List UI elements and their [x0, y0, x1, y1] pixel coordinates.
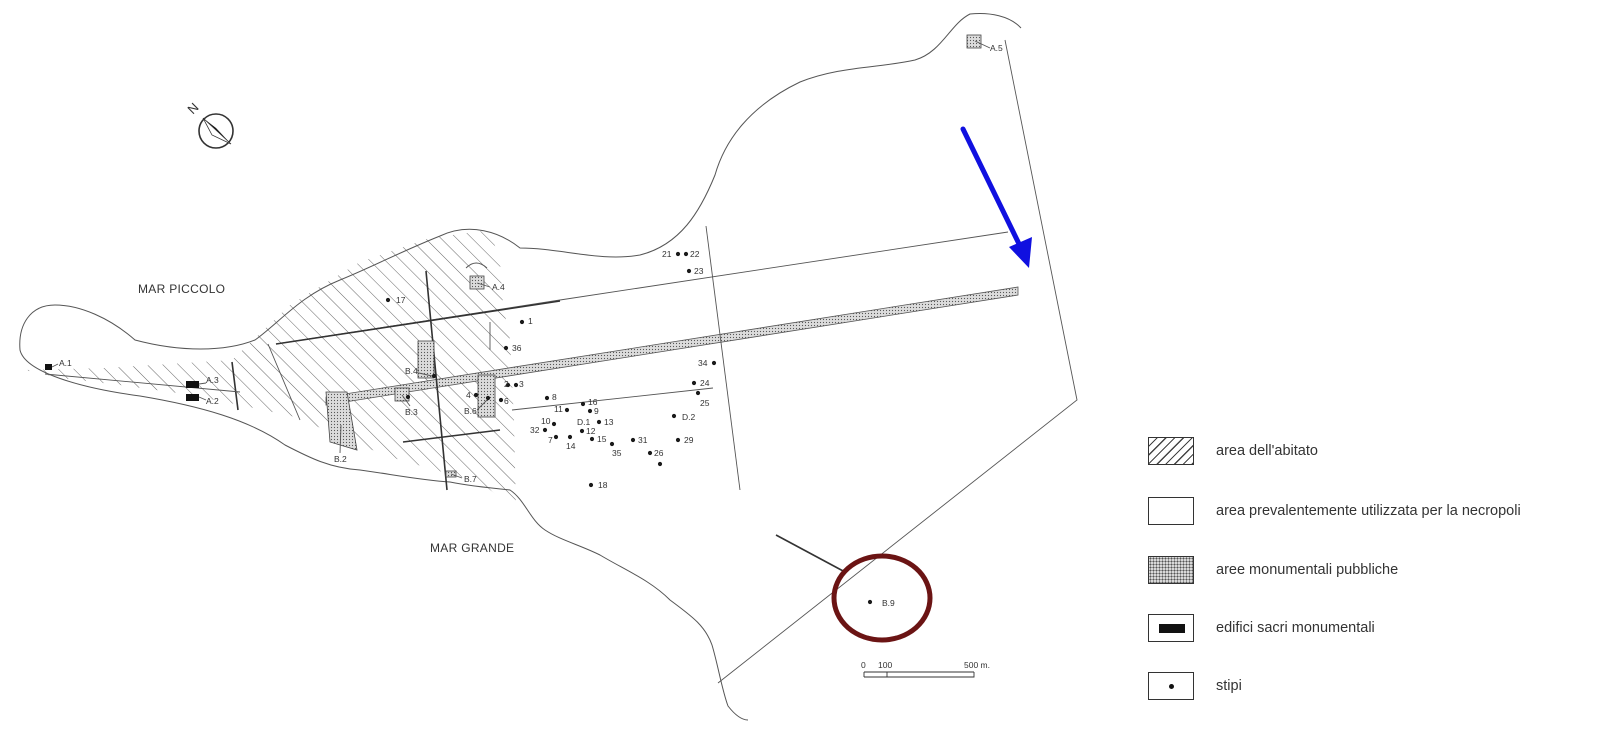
stipe-26: 26 — [654, 448, 664, 458]
stipe-6: 6 — [504, 396, 509, 406]
site-b2-area — [325, 391, 358, 451]
cross-street-d — [267, 343, 301, 421]
stipe-4: 4 — [466, 390, 471, 400]
stipe-1: 1 — [528, 316, 533, 326]
stipe-25: 25 — [700, 398, 710, 408]
stipe-32: 32 — [530, 425, 540, 435]
stipi-dots — [385, 251, 873, 605]
temple-a2 — [186, 394, 199, 401]
site-a3: A.3 — [206, 375, 219, 385]
stipe-10: 10 — [541, 416, 551, 426]
stipe-12: 12 — [586, 426, 596, 436]
stipe-18: 18 — [598, 480, 608, 490]
site-b3-area — [394, 387, 410, 402]
legend-label: aree monumentali pubbliche — [1216, 562, 1399, 578]
monumental-avenue — [325, 286, 1019, 406]
scale-bar: 0 100 500 m. — [861, 660, 990, 678]
legend-swatch-dot — [1148, 672, 1194, 700]
site-b4: B.4 — [405, 366, 418, 376]
site-b2: B.2 — [334, 454, 347, 464]
legend-label: area prevalentemente utilizzata per la n… — [1216, 503, 1521, 519]
legend-swatch-dotted — [1148, 556, 1194, 584]
site-d1: D.1 — [577, 417, 591, 427]
site-a5-area — [966, 34, 982, 49]
cross-street-g — [44, 373, 241, 393]
stipe-35: 35 — [612, 448, 622, 458]
blue-arrow-icon — [960, 126, 1032, 268]
stipe-17: 17 — [396, 295, 406, 305]
stipe-16: 16 — [588, 397, 598, 407]
compass-letter: N — [184, 100, 201, 117]
site-a4-area — [469, 275, 485, 290]
stipe-11: 11 — [554, 404, 563, 414]
legend-item-necropolis: area prevalentemente utilizzata per la n… — [1148, 496, 1521, 526]
site-b7: B.7 — [464, 474, 477, 484]
coastline — [19, 13, 1022, 721]
highlight-circle — [831, 553, 933, 643]
legend-swatch-hatched — [1148, 437, 1194, 465]
stipe-21: 21 — [662, 249, 672, 259]
leader-lines — [51, 40, 991, 479]
legend-swatch-empty — [1148, 497, 1194, 525]
legend-label: edifici sacri monumentali — [1216, 620, 1375, 636]
stipe-31: 31 — [638, 435, 648, 445]
scale-hundred: 100 — [878, 660, 892, 670]
stipe-13: 13 — [604, 417, 614, 427]
legend-label: stipi — [1216, 678, 1242, 694]
stipe-34: 34 — [698, 358, 708, 368]
stipe-22: 22 — [690, 249, 700, 259]
scale-end: 500 m. — [964, 660, 990, 670]
stipe-2: 2 — [504, 379, 509, 389]
site-b6-area — [477, 374, 496, 418]
site-b9: B.9 — [882, 598, 895, 608]
site-b4-area — [417, 340, 435, 379]
stipe-15: 15 — [597, 434, 607, 444]
site-a4-dome — [465, 262, 488, 269]
temple-a1 — [45, 364, 52, 370]
site-a4: A.4 — [492, 282, 505, 292]
stipe-36: 36 — [512, 343, 522, 353]
site-d2: D.2 — [682, 412, 696, 422]
label-mar-piccolo: MAR PICCOLO — [138, 282, 225, 296]
site-a5: A.5 — [990, 43, 1003, 53]
label-mar-grande: MAR GRANDE — [430, 541, 514, 555]
stipe-7: 7 — [548, 435, 553, 445]
legend-swatch-black-bar — [1148, 614, 1194, 642]
stipe-14: 14 — [566, 441, 576, 451]
road-middle — [511, 387, 714, 411]
legend-item-settlement: area dell'abitato — [1148, 436, 1318, 466]
legend-item-sacred: edifici sacri monumentali — [1148, 613, 1375, 643]
site-b3: B.3 — [405, 407, 418, 417]
limit-spur — [775, 534, 846, 573]
stipe-3: 3 — [519, 379, 524, 389]
settlement-area — [25, 230, 516, 510]
stipe-29: 29 — [684, 435, 694, 445]
stipe-24: 24 — [700, 378, 710, 388]
road-northern-dark — [275, 300, 561, 345]
cross-street-c — [231, 361, 239, 411]
cross-street-b — [402, 429, 501, 443]
stipe-23: 23 — [694, 266, 704, 276]
temple-a3 — [186, 381, 199, 388]
legend-label: area dell'abitato — [1216, 443, 1318, 459]
stipe-8: 8 — [552, 392, 557, 402]
cross-street-f — [705, 225, 741, 491]
legend-item-stipi: stipi — [1148, 671, 1242, 701]
stipe-9: 9 — [594, 406, 599, 416]
site-b6: B.6 — [464, 406, 477, 416]
cross-street-a — [425, 270, 448, 491]
scale-zero: 0 — [861, 660, 866, 670]
site-a2: A.2 — [206, 396, 219, 406]
necropolis-limit — [717, 39, 1078, 684]
site-a1: A.1 — [59, 358, 72, 368]
legend-item-monumental: aree monumentali pubbliche — [1148, 555, 1398, 585]
north-arrow-icon: N — [184, 100, 234, 149]
